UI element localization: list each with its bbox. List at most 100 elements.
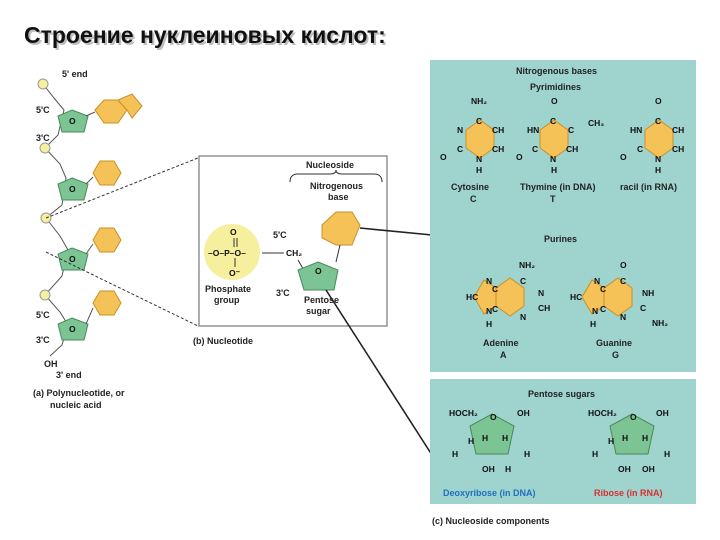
atom-label: NH — [642, 288, 654, 298]
five-c-label: 5'C — [273, 230, 287, 240]
atom-label: C — [492, 284, 498, 294]
guanine-name: Guanine — [596, 338, 632, 348]
phosphate-circle — [39, 142, 51, 154]
atom-label: C — [600, 304, 606, 314]
atom-label: O — [490, 412, 497, 422]
sugar-o: O — [69, 184, 76, 194]
atom-label: HOCH₂ — [588, 408, 617, 418]
guanine-structure: O C N C NH HC C C NH₂ N N H — [570, 260, 668, 329]
sugar-o: O — [69, 254, 76, 264]
atom-label: HC — [466, 292, 478, 302]
atom-label: C — [457, 144, 463, 154]
nitrogenous-base-label-1: Nitrogenous — [310, 181, 363, 191]
atom-label: H — [524, 449, 530, 459]
atom-label: H — [502, 433, 508, 443]
nucleoside-bracket — [289, 169, 383, 183]
phosphate-formula: –O–P–O– — [208, 248, 246, 258]
atom-label: N — [594, 276, 600, 286]
cytosine-structure: NH₂ C N CH C CH N O H — [440, 96, 504, 175]
atom-label: N — [486, 306, 492, 316]
panel-c-bases: Nitrogenous bases Pyrimidines NH₂ C N CH… — [430, 60, 696, 372]
atom-label: N — [592, 306, 598, 316]
atom-label: N — [486, 276, 492, 286]
pyrimidines-header: Pyrimidines — [530, 82, 581, 92]
atom-label: N — [457, 125, 463, 135]
nucleoside-label: Nucleoside — [306, 160, 354, 170]
base-hexagon — [92, 227, 122, 253]
atom-label: H — [642, 433, 648, 443]
atom-label: HOCH₂ — [449, 408, 478, 418]
base-hexagon — [92, 160, 122, 186]
base-hexagon — [92, 290, 122, 316]
atom-label: H — [452, 449, 458, 459]
atom-label: C — [550, 116, 556, 126]
atom-label: N — [655, 154, 661, 164]
guanine-abbr: G — [612, 350, 619, 360]
atom-label: H — [486, 319, 492, 329]
atom-label: OH — [642, 464, 655, 474]
sugar-pentagon — [57, 317, 89, 341]
atom-label: H — [482, 433, 488, 443]
adenine-name: Adenine — [483, 338, 519, 348]
atom-label: H — [476, 165, 482, 175]
page-title: Строение нуклеиновых кислот: — [24, 22, 386, 48]
phosphate-label-2: group — [214, 295, 240, 305]
glycosidic-bond — [85, 111, 96, 117]
caption-b: (b) Nucleotide — [193, 336, 253, 346]
atom-label: C — [568, 125, 574, 135]
sugar-pentagon — [57, 109, 89, 133]
phosphate-label-1: Phosphate — [205, 284, 251, 294]
sugar-pentagon — [57, 247, 89, 271]
atom-label: C — [476, 116, 482, 126]
atom-label: N — [476, 154, 482, 164]
atom-label: C — [655, 116, 661, 126]
atom-label: N — [620, 312, 626, 322]
atom-label: H — [590, 319, 596, 329]
sugar-pentagon — [297, 261, 339, 291]
caption-a-line2: nucleic acid — [50, 400, 102, 410]
atom-label: O — [440, 152, 447, 162]
atom-label: O — [516, 152, 523, 162]
atom-label: N — [550, 154, 556, 164]
phosphate-group-circle — [204, 224, 260, 280]
ch2-label: CH₂ — [286, 248, 302, 258]
thymine-name: Thymine (in DNA) — [520, 182, 596, 192]
atom-label: C — [532, 144, 538, 154]
cytosine-name: Cytosine — [451, 182, 489, 192]
nitrogenous-bases-header: Nitrogenous bases — [516, 66, 597, 76]
caption-a-line1: (a) Polynucleotide, or — [33, 388, 125, 398]
five-c-label: 5'C — [36, 105, 50, 115]
atom-label: OH — [618, 464, 631, 474]
adenine-structure: NH₂ C N C N HC C CH N N H — [466, 260, 550, 329]
atom-label: H — [592, 449, 598, 459]
purine-five-ring — [581, 279, 605, 315]
sugar-o: O — [315, 266, 322, 276]
ribose-label: Ribose (in RNA) — [594, 488, 663, 498]
deoxyribose-structure: HOCH₂ O OH H H H H H OH H — [449, 408, 530, 474]
atom-label: C — [637, 144, 643, 154]
pentose-label-2: sugar — [306, 306, 331, 316]
pyrimidine-ring — [644, 119, 674, 159]
cytosine-abbr: C — [470, 194, 477, 204]
sugar-o: O — [69, 324, 76, 334]
atom-label: HN — [630, 125, 642, 135]
atom-label: O — [630, 412, 637, 422]
thymine-abbr: T — [550, 194, 556, 204]
atom-label: C — [600, 284, 606, 294]
atom-label: CH — [566, 144, 578, 154]
oh-label: OH — [44, 359, 58, 369]
atom-label: CH — [538, 303, 550, 313]
atom-label: C — [520, 276, 526, 286]
glycosidic-bond — [335, 244, 341, 263]
atom-label: O — [620, 260, 627, 270]
phosphate-circle — [37, 78, 49, 90]
three-c-label: 3'C — [36, 335, 50, 345]
sugar-o: O — [69, 116, 76, 126]
atom-label: HC — [570, 292, 582, 302]
panel-a-polynucleotide: 5' end O O O O — [33, 69, 143, 410]
atom-label: H — [622, 433, 628, 443]
glycosidic-bond — [85, 176, 94, 185]
glycosidic-bond — [85, 307, 94, 325]
atom-label: CH — [492, 144, 504, 154]
